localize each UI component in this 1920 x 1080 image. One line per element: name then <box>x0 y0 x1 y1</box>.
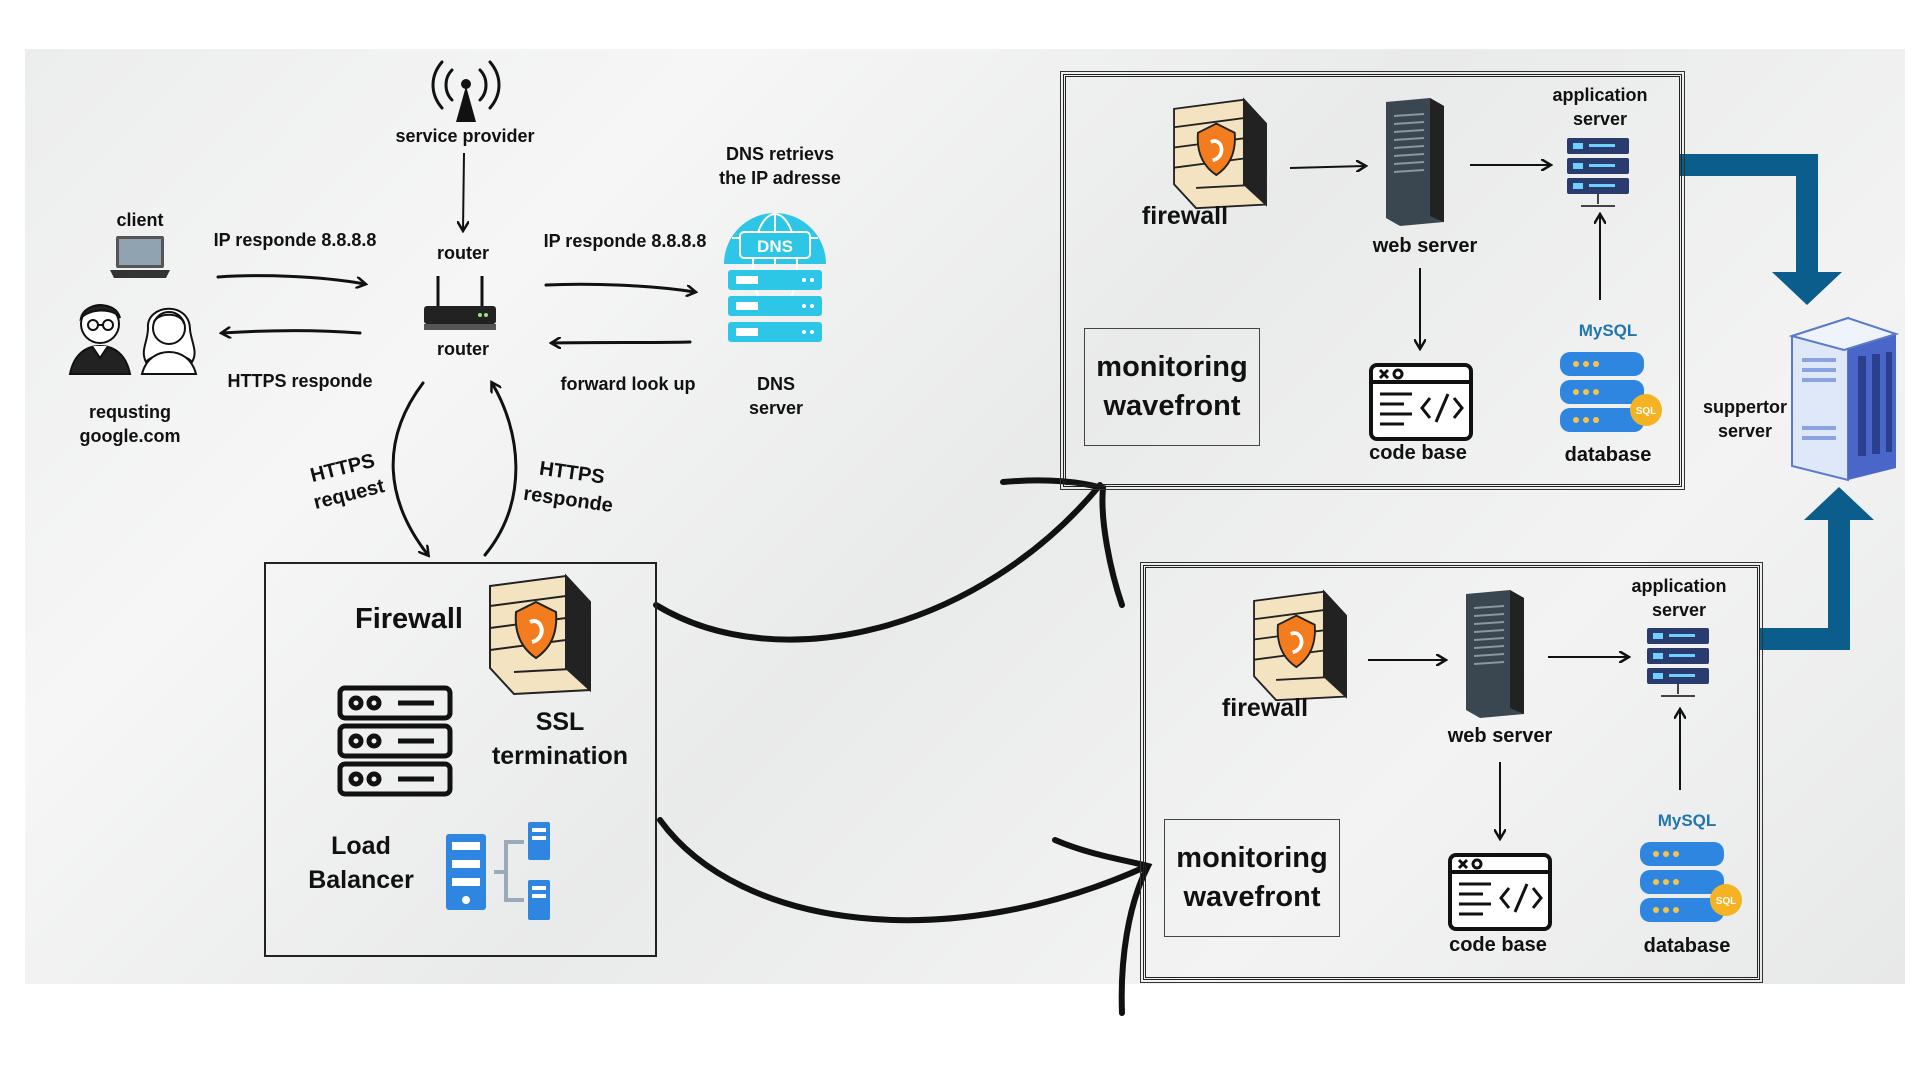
service-provider-label: service provider <box>395 126 535 146</box>
stack-1-firewall-icon <box>1173 97 1267 210</box>
edge-firewall-label: Firewall <box>355 603 463 635</box>
client-title: client <box>116 210 164 230</box>
stack-1-code-base-icon <box>1369 363 1473 441</box>
stack-1-web-server-label: web server <box>1372 235 1478 257</box>
stack-2-app-server-icon <box>1647 628 1709 697</box>
edge-firewall-icon <box>489 573 591 696</box>
stack-2-database-icon: SQL <box>1640 842 1742 922</box>
stack-2-box <box>1140 562 1763 983</box>
dns-badge-text: DNS <box>757 237 793 256</box>
stack-1-database-label: database <box>1564 444 1652 466</box>
load-balancer-servers-icon <box>337 685 453 797</box>
ip-response-right-label: IP responde 8.8.8.8 <box>543 231 707 251</box>
stack-2-web-server-icon <box>1466 590 1524 718</box>
stack-1-code-base-label: code base <box>1369 442 1467 464</box>
router-icon <box>424 276 496 330</box>
edge-box <box>264 562 657 957</box>
stack-2-monitoring-label: monitoring wavefront <box>1176 841 1328 913</box>
stack-2-app-server-label: application server <box>1631 576 1727 621</box>
client-caption-text: requsting google.com <box>79 402 181 447</box>
stack-1-box <box>1060 71 1685 490</box>
load-balancer-icon <box>446 822 550 920</box>
stack-2-database-label: database <box>1643 935 1731 957</box>
router-label-bottom: router <box>436 339 489 359</box>
stack-1-monitoring-box: monitoring wavefront <box>1084 328 1260 446</box>
stack-2-firewall-label: firewall <box>1221 694 1309 722</box>
stack-1-sql-badge: SQL <box>1636 406 1657 417</box>
ip-response-left-label: IP responde 8.8.8.8 <box>213 230 377 250</box>
ssl-termination-label: SSL termination <box>491 708 629 770</box>
dns-server-label: DNS server <box>748 374 804 419</box>
stack-2-web-server-label: web server <box>1447 725 1553 747</box>
stack-2-monitoring-box: monitoring wavefront <box>1164 819 1340 937</box>
supporter-server-label: suppertor server <box>1702 397 1787 442</box>
forward-lookup-label: forward look up <box>560 374 696 394</box>
laptop-icon <box>110 236 170 278</box>
dns-server-icon: DNS <box>724 213 826 342</box>
stack-2-firewall-icon <box>1253 589 1347 702</box>
client-caption: requsting google.com <box>64 400 196 449</box>
users-icon <box>68 304 198 375</box>
stack-2-code-base-icon <box>1448 853 1552 931</box>
dns-note: DNS retrievs the IP adresse <box>719 144 841 189</box>
stack-1-web-server-icon <box>1386 98 1444 226</box>
antenna-icon <box>431 60 501 122</box>
stack-1-app-server-icon <box>1567 138 1629 207</box>
load-balancer-label: Load Balancer <box>308 832 414 894</box>
stack-1-app-server-label: application server <box>1552 85 1648 130</box>
https-response-left-label: HTTPS responde <box>227 371 373 391</box>
stack-1-mysql-logo: MySQL <box>1578 321 1638 340</box>
supporter-server-icon <box>1788 316 1900 482</box>
stack-1-monitoring-label: monitoring wavefront <box>1096 350 1248 422</box>
stack-2-sql-badge: SQL <box>1716 896 1737 907</box>
stack-1-database-icon: SQL <box>1560 352 1662 432</box>
stack-2-mysql-logo: MySQL <box>1657 811 1717 830</box>
stack-1-firewall-label: firewall <box>1141 202 1229 230</box>
router-label-top: router <box>436 243 489 263</box>
stack-2-code-base-label: code base <box>1449 934 1547 956</box>
